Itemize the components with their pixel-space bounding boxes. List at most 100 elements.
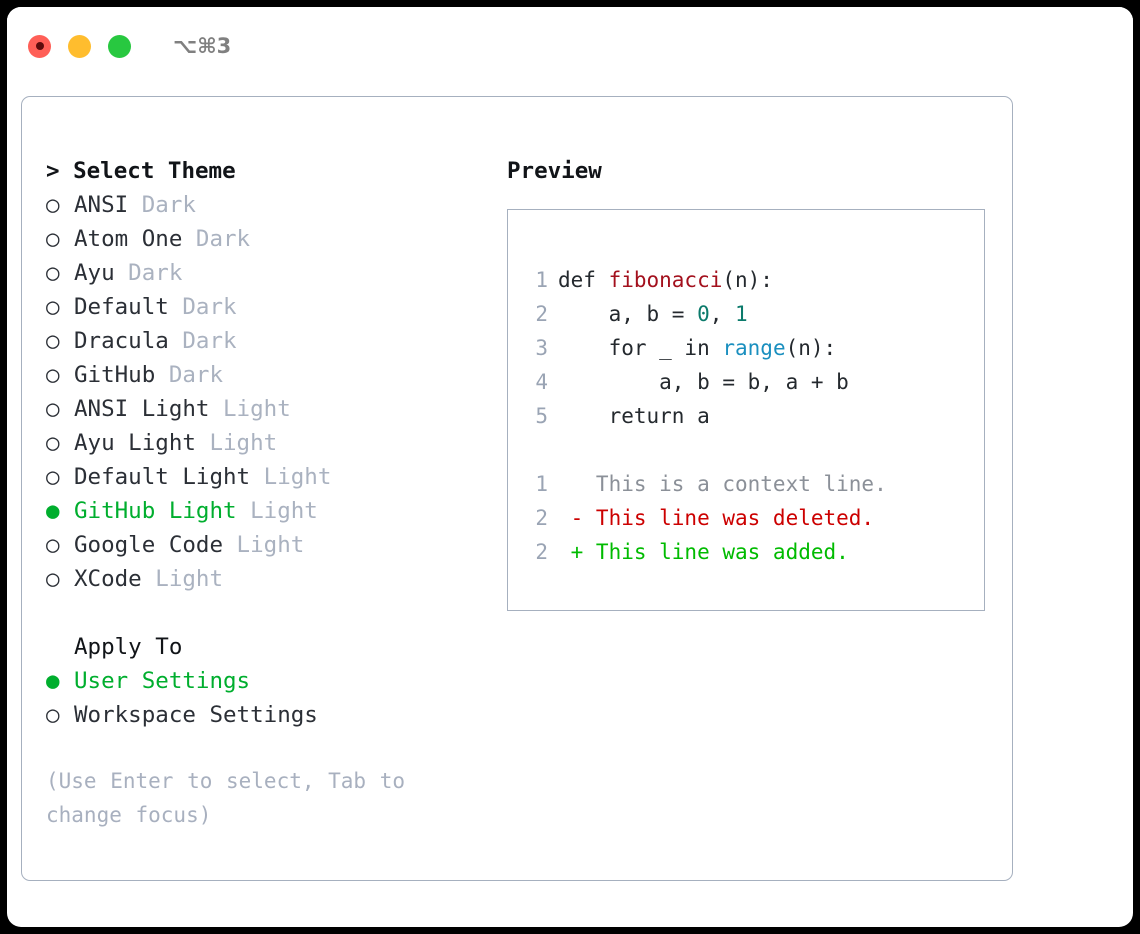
line-number: 2	[535, 302, 548, 326]
code-token-function: fibonacci	[608, 268, 723, 292]
theme-option-label: GitHub	[74, 362, 156, 388]
diff-line-context: 1 This is a context line.	[526, 467, 984, 501]
radio-unselected-icon: ○	[46, 702, 74, 728]
apply-to-option-label: User Settings	[74, 668, 251, 694]
code-token-plain: for _ in	[558, 336, 723, 360]
radio-unselected-icon: ○	[46, 396, 74, 422]
code-diff-separator	[526, 433, 984, 467]
radio-unselected-icon: ○	[46, 362, 74, 388]
theme-option-label: Ayu Light	[74, 430, 196, 456]
window-controls	[28, 34, 131, 58]
radio-selected-icon: ●	[46, 668, 74, 694]
line-number: 1	[535, 472, 548, 496]
diff-line-deleted: 2 - This line was deleted.	[526, 501, 984, 535]
code-line: 3 for _ in range(n):	[526, 331, 984, 365]
radio-selected-icon: ●	[46, 498, 74, 524]
theme-option-ayu[interactable]: ○ Ayu Dark	[46, 256, 492, 290]
line-number: 4	[535, 370, 548, 394]
diff-line-content: - This line was deleted.	[558, 506, 875, 530]
apply-to-list: ● User Settings○ Workspace Settings	[46, 664, 492, 732]
hint-spacer	[46, 732, 492, 764]
main-panel: > Select Theme ○ ANSI Dark○ Atom One Dar…	[21, 96, 1013, 881]
diff-sample: 1 This is a context line.2 - This line w…	[526, 467, 984, 569]
maximize-button-icon[interactable]	[108, 34, 131, 58]
theme-variant-badge: Dark	[155, 362, 224, 388]
theme-picker-column: > Select Theme ○ ANSI Dark○ Atom One Dar…	[22, 97, 492, 880]
theme-option-github-light[interactable]: ● GitHub Light Light	[46, 494, 492, 528]
line-number: 3	[535, 336, 548, 360]
theme-option-google-code[interactable]: ○ Google Code Light	[46, 528, 492, 562]
radio-unselected-icon: ○	[46, 226, 74, 252]
code-token-call: range	[722, 336, 786, 360]
theme-variant-badge: Light	[195, 430, 278, 456]
panel-columns: > Select Theme ○ ANSI Dark○ Atom One Dar…	[22, 97, 1012, 880]
apply-to-option-user-settings[interactable]: ● User Settings	[46, 664, 492, 698]
code-token-plain: ,	[709, 302, 736, 326]
line-number: 5	[535, 404, 548, 428]
diff-line-content: + This line was added.	[558, 540, 849, 564]
theme-option-label: ANSI Light	[74, 396, 210, 422]
line-number: 2	[535, 506, 548, 530]
page-title: > Select Theme	[46, 154, 492, 188]
theme-option-label: GitHub Light	[74, 498, 237, 524]
theme-variant-badge: Light	[236, 498, 318, 524]
diff-line-content: This is a context line.	[558, 472, 887, 496]
code-token-number: 1	[735, 302, 748, 326]
theme-option-ansi[interactable]: ○ ANSI Dark	[46, 188, 492, 222]
theme-option-default-light[interactable]: ○ Default Light Light	[46, 460, 492, 494]
radio-unselected-icon: ○	[46, 532, 74, 558]
code-token-plain: (n):	[722, 268, 773, 292]
theme-option-label: ANSI	[74, 192, 129, 218]
keyboard-shortcut-label: ⌥⌘3	[173, 34, 232, 58]
minimize-button-icon[interactable]	[68, 34, 91, 58]
theme-variant-badge: Light	[223, 532, 305, 558]
theme-variant-badge: Dark	[114, 260, 183, 286]
code-token-plain: a, b =	[558, 302, 698, 326]
radio-unselected-icon: ○	[46, 294, 74, 320]
theme-list: ○ ANSI Dark○ Atom One Dark○ Ayu Dark○ De…	[46, 188, 492, 596]
line-number: 2	[535, 540, 548, 564]
theme-option-label: Default Light	[74, 464, 251, 490]
theme-option-github[interactable]: ○ GitHub Dark	[46, 358, 492, 392]
theme-option-ansi-light[interactable]: ○ ANSI Light Light	[46, 392, 492, 426]
apply-to-option-workspace-settings[interactable]: ○ Workspace Settings	[46, 698, 492, 732]
title-bar: ⌥⌘3	[7, 7, 1133, 85]
theme-option-ayu-light[interactable]: ○ Ayu Light Light	[46, 426, 492, 460]
theme-option-label: Dracula	[74, 328, 169, 354]
theme-option-atom-one[interactable]: ○ Atom One Dark	[46, 222, 492, 256]
apply-to-heading: Apply To	[74, 634, 183, 660]
radio-unselected-icon: ○	[46, 192, 74, 218]
theme-option-default[interactable]: ○ Default Dark	[46, 290, 492, 324]
preview-title: Preview	[507, 158, 602, 184]
radio-unselected-icon: ○	[46, 464, 74, 490]
apply-to-option-label: Workspace Settings	[74, 702, 318, 728]
diff-line-added: 2 + This line was added.	[526, 535, 984, 569]
radio-unselected-icon: ○	[46, 328, 74, 354]
close-button-inner-dot	[35, 42, 44, 50]
close-button-icon[interactable]	[28, 34, 51, 58]
theme-option-xcode[interactable]: ○ XCode Light	[46, 562, 492, 596]
section-spacer	[46, 596, 492, 630]
page-title-text: Select Theme	[73, 158, 236, 184]
code-token-plain: def	[558, 268, 609, 292]
theme-option-label: Google Code	[74, 532, 224, 558]
theme-variant-badge: Dark	[168, 328, 237, 354]
theme-variant-badge: Light	[250, 464, 332, 490]
app-window: ⌥⌘3 > Select Theme ○ ANSI Dark○ Atom One…	[7, 7, 1133, 927]
code-token-plain: (n):	[785, 336, 837, 360]
theme-option-label: Ayu	[74, 260, 115, 286]
theme-option-label: Default	[74, 294, 169, 320]
code-line: 4 a, b = b, a + b	[526, 365, 984, 399]
selection-caret-icon: >	[46, 158, 74, 184]
code-token-plain: a, b = b, a + b	[558, 370, 849, 394]
radio-unselected-icon: ○	[46, 260, 74, 286]
theme-option-dracula[interactable]: ○ Dracula Dark	[46, 324, 492, 358]
radio-unselected-icon: ○	[46, 430, 74, 456]
theme-variant-badge: Dark	[182, 226, 251, 252]
theme-variant-badge: Dark	[168, 294, 237, 320]
code-token-number: 0	[697, 302, 710, 326]
